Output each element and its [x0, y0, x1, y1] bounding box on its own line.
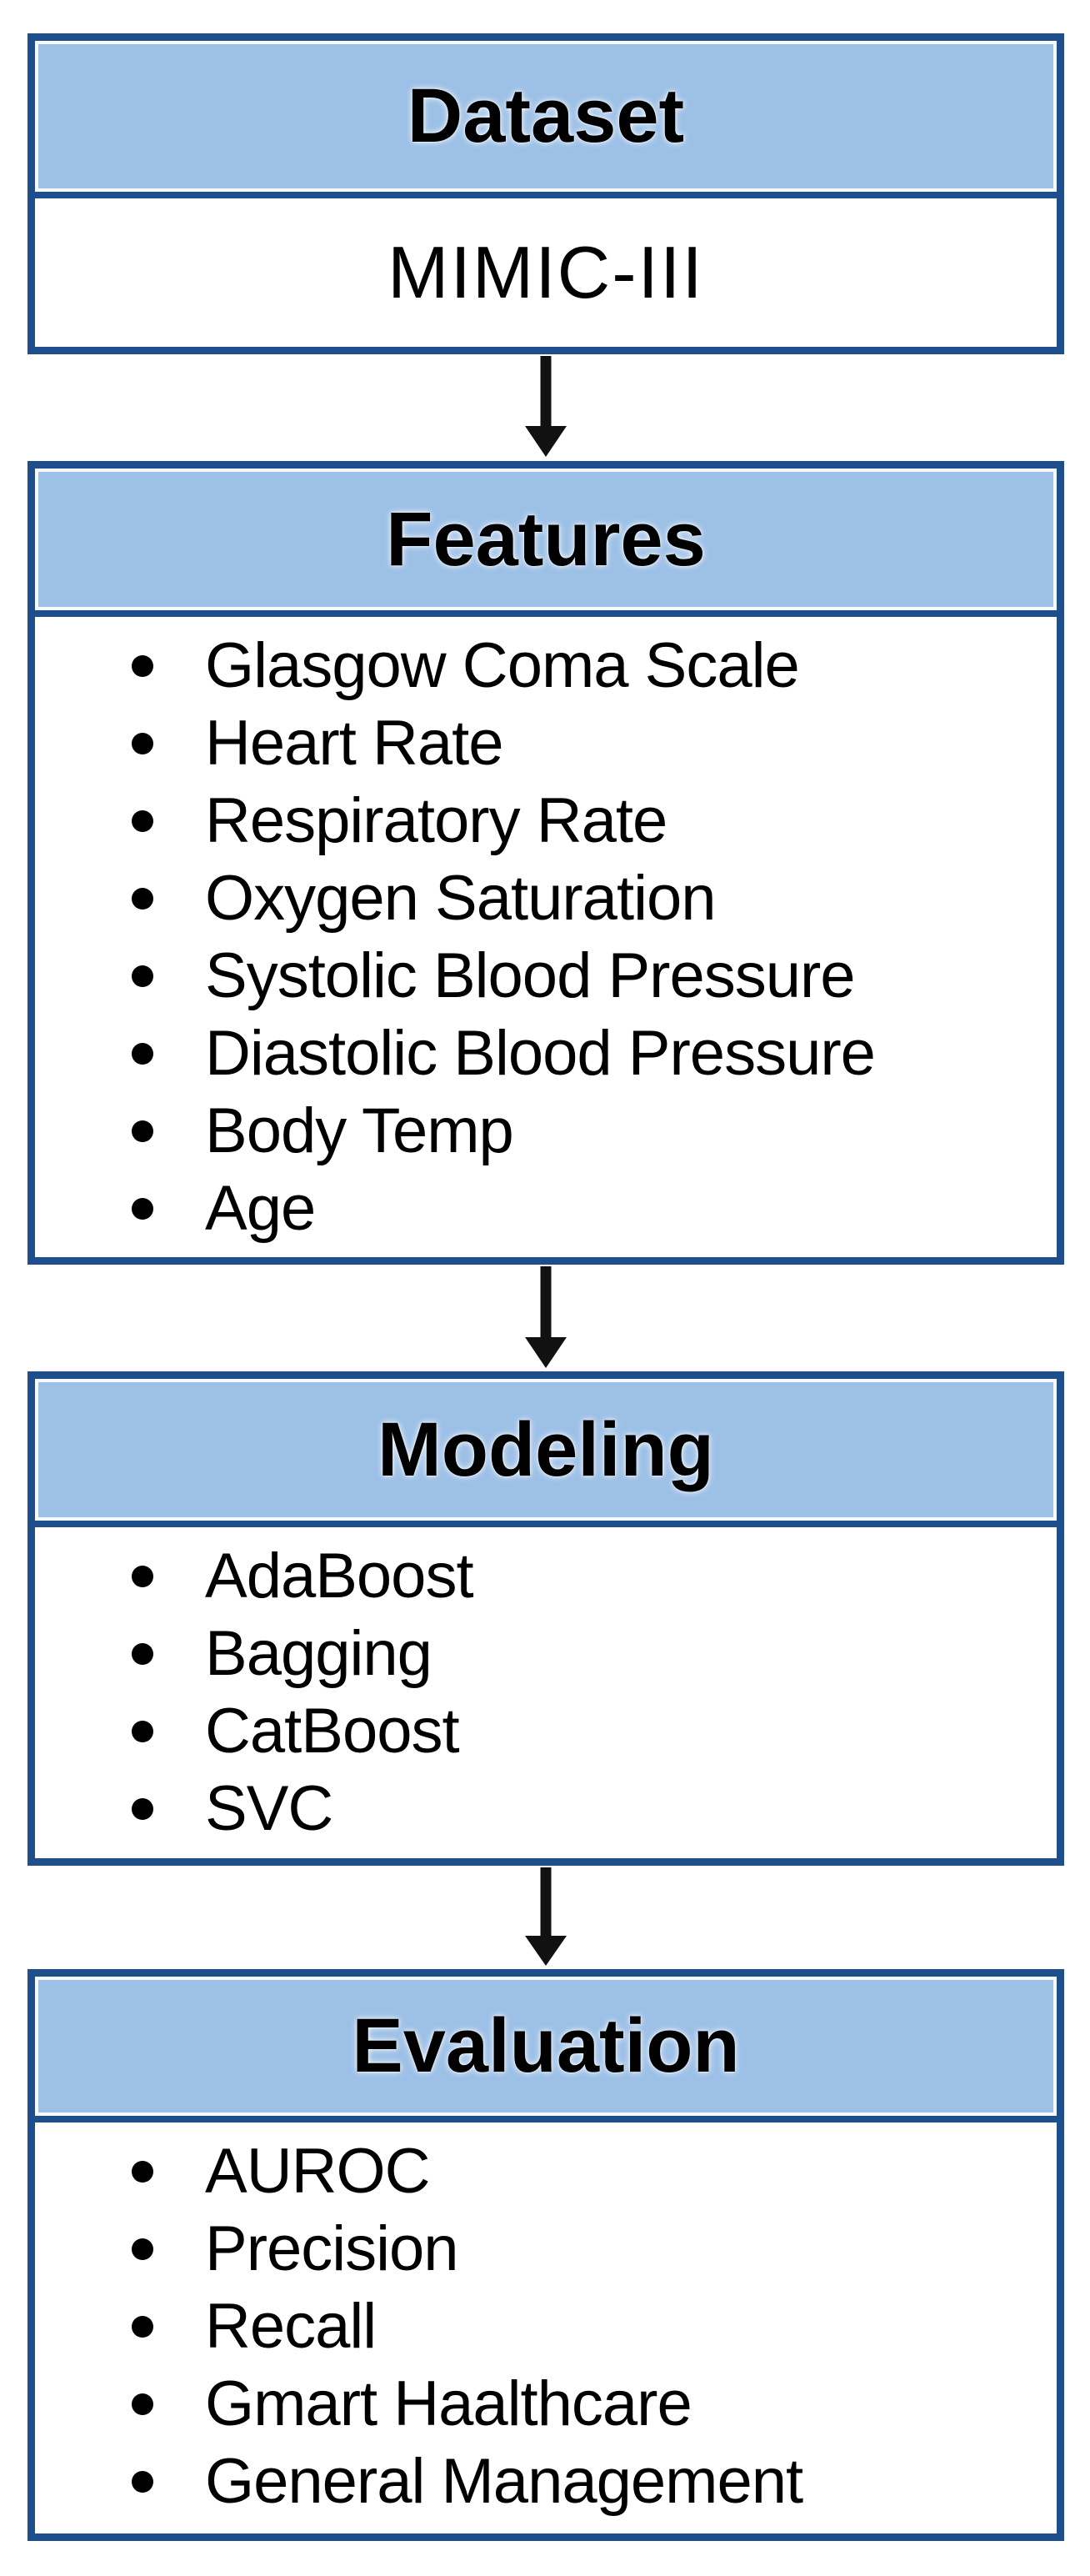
list-item: AdaBoost [35, 1537, 1057, 1615]
down-arrow-icon [521, 1867, 571, 1966]
section-title: Modeling [378, 1406, 714, 1492]
list-item: Diastolic Blood Pressure [35, 1015, 1057, 1092]
list-item: CatBoost [35, 1692, 1057, 1770]
section-dataset-body: MIMIC-III [35, 198, 1057, 347]
list-item: Oxygen Saturation [35, 860, 1057, 937]
list-item: Bagging [35, 1615, 1057, 1692]
dataset-value: MIMIC-III [388, 231, 704, 313]
section-title: Evaluation [352, 2003, 740, 2088]
list-item: Respiratory Rate [35, 782, 1057, 860]
list-item: Gmart Haalthcare [35, 2365, 1057, 2443]
section-evaluation-header: Evaluation [35, 1977, 1057, 2122]
section-features-header: Features [35, 469, 1057, 617]
down-arrow-icon [521, 1266, 571, 1368]
section-dataset-header: Dataset [35, 41, 1057, 198]
section-dataset: Dataset MIMIC-III [28, 33, 1064, 354]
list-item: SVC [35, 1770, 1057, 1847]
list-item: Body Temp [35, 1092, 1057, 1170]
section-title: Dataset [407, 73, 685, 158]
list-item: Heart Rate [35, 704, 1057, 782]
down-arrow-icon [521, 356, 571, 457]
section-modeling-header: Modeling [35, 1379, 1057, 1527]
list-item: Precision [35, 2210, 1057, 2288]
list-item: Glasgow Coma Scale [35, 627, 1057, 704]
list-item: AUROC [35, 2132, 1057, 2210]
list-item: General Management [35, 2443, 1057, 2520]
list-item: Systolic Blood Pressure [35, 937, 1057, 1015]
section-title: Features [386, 496, 706, 582]
list-item: Age [35, 1170, 1057, 1247]
list-item: Recall [35, 2288, 1057, 2365]
